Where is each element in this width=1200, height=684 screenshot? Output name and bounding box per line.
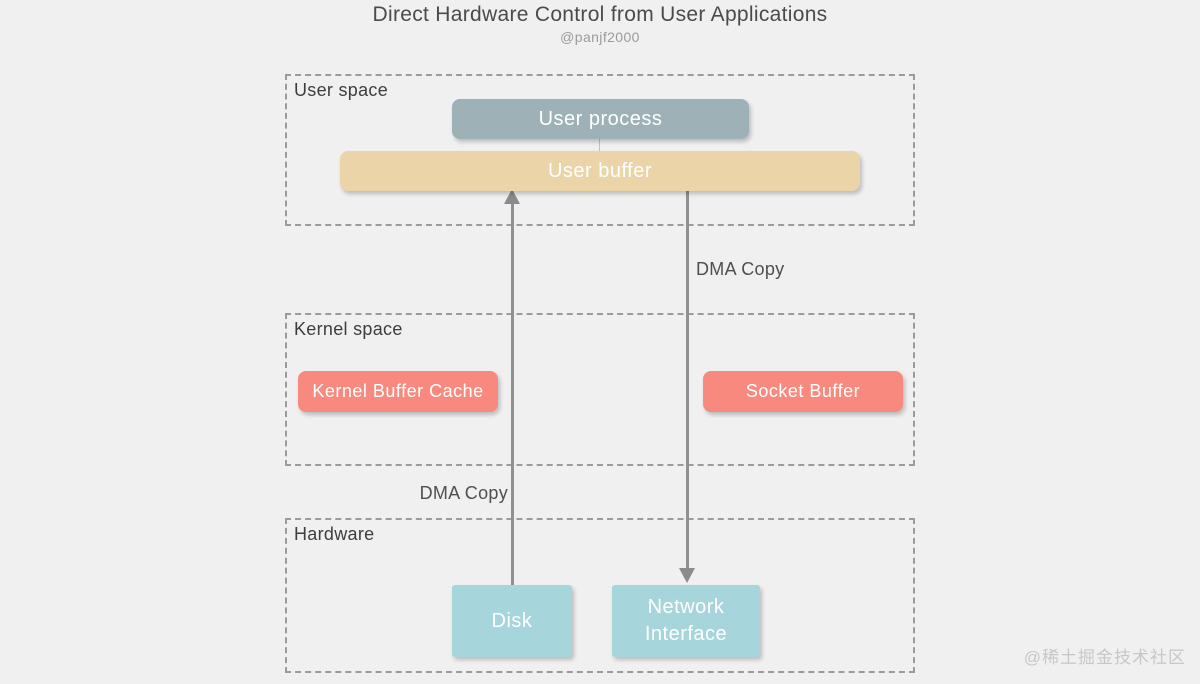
user-buffer-node: User buffer: [340, 151, 860, 191]
author-credit: @panjf2000: [560, 29, 640, 45]
watermark: @稀土掘金技术社区: [1023, 648, 1186, 667]
socket-buffer-label: Socket Buffer: [745, 381, 861, 401]
page-title: Direct Hardware Control from User Applic…: [372, 3, 828, 26]
user-buffer-label: User buffer: [547, 159, 653, 182]
kernel-space-region: Kernel space: [285, 313, 915, 466]
network-interface-label: Network Interface: [644, 596, 728, 645]
dma-copy-label-network: DMA Copy: [696, 259, 785, 279]
disk-label: Disk: [491, 609, 533, 632]
user-process-node: User process: [452, 99, 749, 139]
disk-node: Disk: [452, 585, 572, 657]
user-process-label: User process: [538, 107, 663, 130]
user-space-label: User space: [294, 80, 389, 100]
user-space-region: User space: [285, 74, 915, 226]
dma-line-user-buffer-to-network: [686, 191, 689, 569]
hardware-label: Hardware: [294, 524, 375, 544]
kernel-space-label: Kernel space: [294, 319, 403, 339]
socket-buffer-node: Socket Buffer: [703, 371, 903, 412]
hardware-region: Hardware: [285, 518, 915, 673]
kernel-buffer-cache-node: Kernel Buffer Cache: [298, 371, 498, 412]
dma-copy-label-disk: DMA Copy: [419, 483, 508, 503]
process-buffer-connector-line: [599, 139, 600, 151]
dma-line-disk-to-user-buffer: [511, 203, 514, 585]
arrow-up-icon: [504, 189, 520, 204]
kernel-buffer-cache-label: Kernel Buffer Cache: [312, 381, 484, 401]
arrow-down-icon: [679, 568, 695, 583]
network-interface-node: Network Interface: [612, 585, 760, 657]
